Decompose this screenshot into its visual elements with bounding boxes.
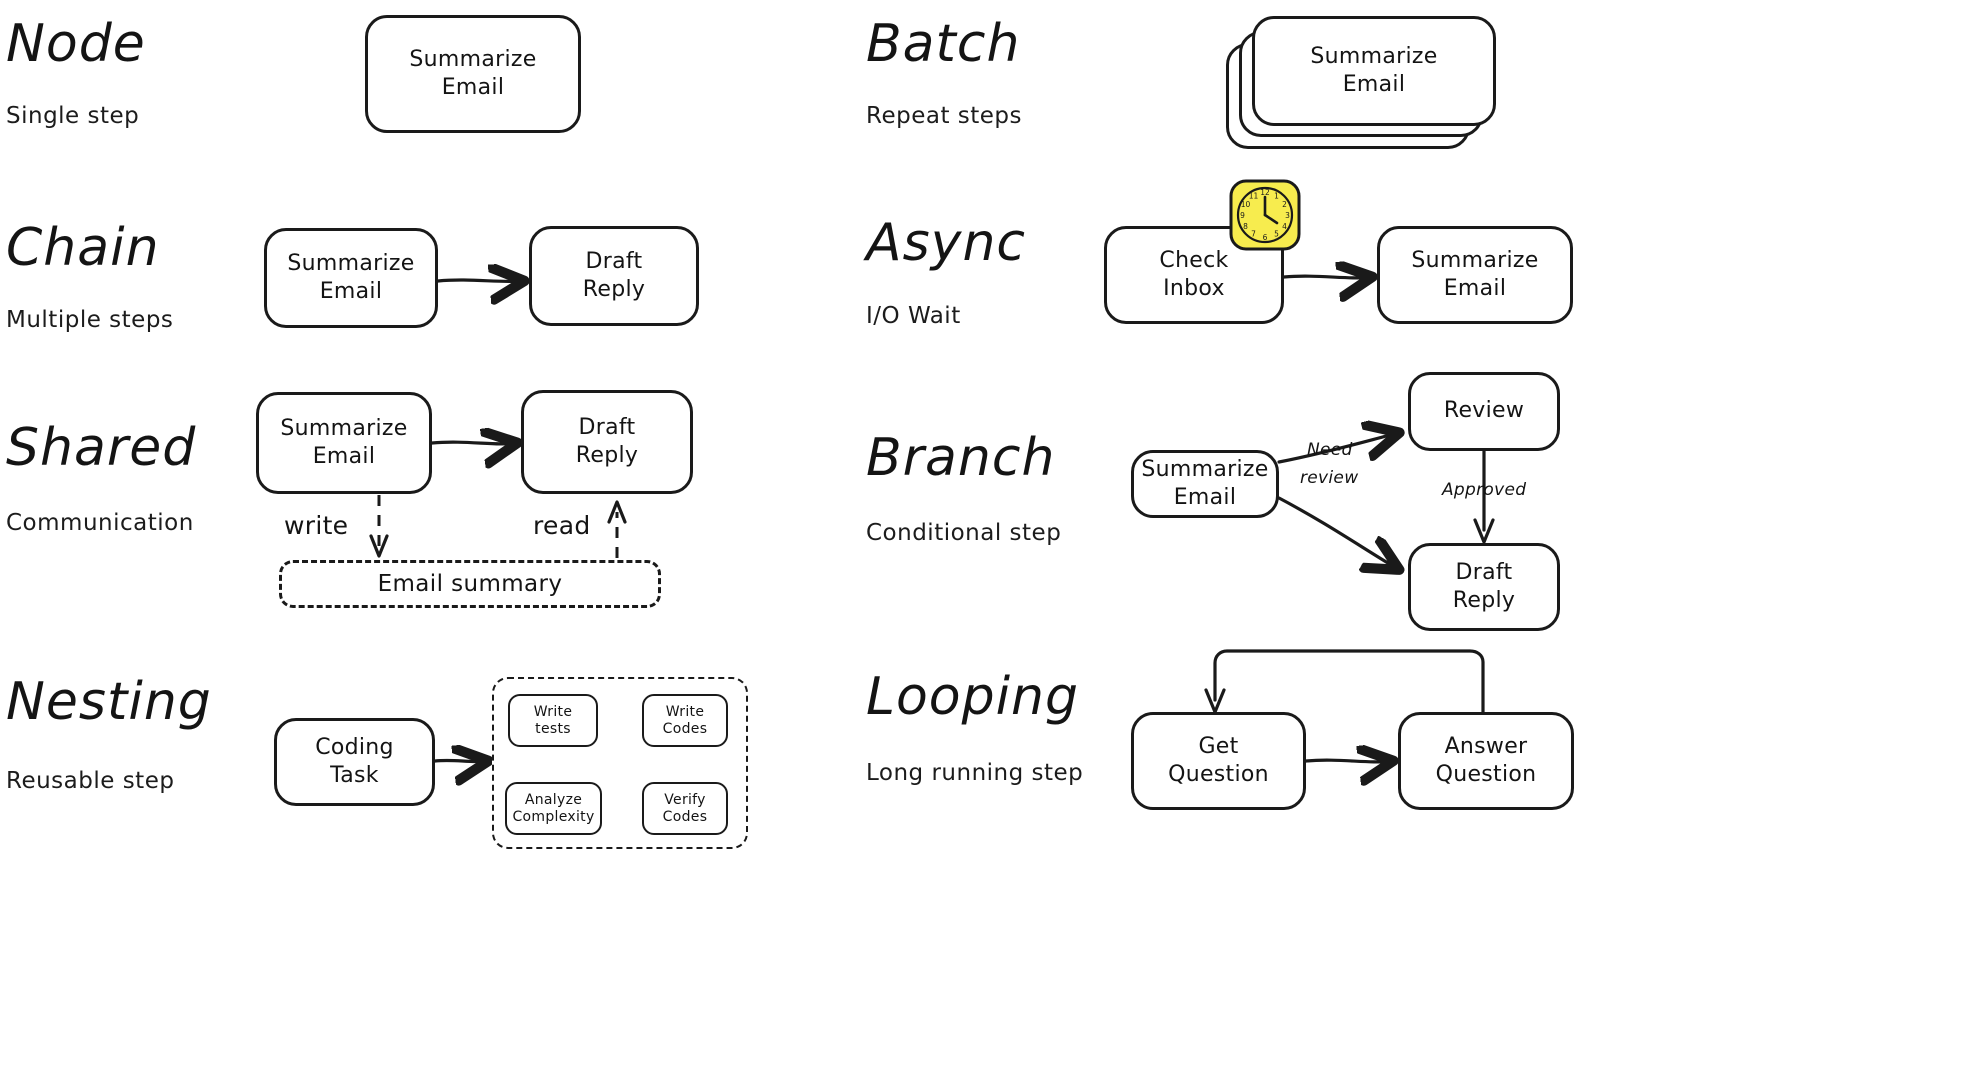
node-label-line1: Summarize	[1411, 247, 1539, 273]
chain-arrow	[436, 280, 523, 281]
edge-label-need-review-line2: review	[1300, 468, 1359, 488]
node-label-line2: Email	[1443, 276, 1507, 301]
async-node-summarize-email[interactable]: Summarize Email	[1377, 226, 1573, 324]
node-label-line1: Check	[1159, 247, 1229, 273]
node-label-line2b: Inbox	[1163, 276, 1225, 301]
pattern-subtitle-looping: Long running step	[866, 760, 1084, 786]
nesting-node-verify-codes[interactable]: Verify Codes	[642, 782, 728, 835]
looping-node-answer-question[interactable]: Answer Question	[1398, 712, 1574, 810]
svg-text:3: 3	[1285, 211, 1290, 220]
branch-node-summarize-email[interactable]: Summarize Email	[1131, 450, 1279, 518]
nesting-node-write-codes[interactable]: Write Codes	[642, 694, 728, 747]
svg-text:7: 7	[1251, 230, 1256, 239]
pattern-title-node: Node	[6, 14, 146, 74]
edge-label-approved: Approved	[1442, 480, 1527, 500]
node-label-line2: Codes	[662, 720, 708, 737]
nesting-entry-arrow	[433, 760, 487, 761]
node-summarize-email[interactable]: Summarize Email	[365, 15, 581, 133]
pattern-subtitle-chain: Multiple steps	[6, 307, 174, 333]
svg-text:1: 1	[1274, 192, 1279, 201]
pattern-title-branch: Branch	[866, 428, 1056, 488]
node-label-line2: Email	[1342, 72, 1406, 97]
pattern-title-chain: Chain	[6, 218, 160, 278]
shared-node-draft-reply[interactable]: Draft Reply	[521, 390, 693, 494]
pattern-title-batch: Batch	[866, 14, 1021, 74]
node-label-line1: Review	[1443, 398, 1525, 424]
svg-text:5: 5	[1274, 230, 1279, 239]
node-label-line2: Email	[1173, 485, 1237, 510]
pattern-title-shared: Shared	[6, 418, 197, 478]
node-label-line2: Reply	[575, 443, 639, 468]
looping-back-arrow	[1204, 649, 1485, 714]
node-label-line2: tests	[535, 720, 571, 737]
node-label-line2: Reply	[582, 277, 646, 302]
node-label-line2: Reply	[1452, 588, 1516, 613]
node-label-line1: Analyze	[524, 791, 583, 808]
looping-node-get-question[interactable]: Get Question	[1131, 712, 1306, 810]
shared-node-summarize-email[interactable]: Summarize Email	[256, 392, 432, 494]
node-label-line1: Summarize	[280, 415, 408, 441]
pattern-subtitle-batch: Repeat steps	[866, 103, 1023, 129]
node-label-line2: Question	[1168, 762, 1269, 787]
shared-arrow	[430, 442, 516, 444]
pattern-subtitle-shared: Communication	[6, 510, 194, 536]
pattern-subtitle-branch: Conditional step	[866, 520, 1062, 546]
nesting-node-write-tests[interactable]: Write tests	[508, 694, 598, 747]
node-label-line2: Task	[330, 763, 379, 788]
node-label-line2: Email	[319, 279, 383, 304]
node-label-line1: Draft	[585, 248, 643, 274]
svg-text:4: 4	[1282, 222, 1287, 231]
clock-icon: 12 1 2 3 4 5 6 7 8 9 10 11	[1228, 178, 1302, 252]
pattern-title-async: Async	[866, 213, 1026, 273]
edge-label-need-review-line1: Need	[1307, 440, 1353, 460]
node-label-line2: Codes	[662, 808, 708, 825]
store-label: Email summary	[377, 571, 563, 597]
node-label-line1: Coding	[315, 734, 394, 760]
svg-text:8: 8	[1243, 222, 1248, 231]
nesting-node-coding-task[interactable]: Coding Task	[274, 718, 435, 806]
pattern-subtitle-nesting: Reusable step	[6, 768, 175, 794]
node-label-line1: Summarize	[1310, 43, 1438, 69]
node-label-line1: Summarize	[287, 250, 415, 276]
chain-node-summarize-email[interactable]: Summarize Email	[264, 228, 438, 328]
svg-text:10: 10	[1241, 200, 1251, 209]
branch-draft-arrow	[1277, 496, 1398, 569]
node-label-line1: Write	[665, 703, 705, 720]
pattern-subtitle-async: I/O Wait	[866, 303, 961, 329]
node-label-line1: Draft	[578, 414, 636, 440]
node-label-line2: Email	[312, 444, 376, 469]
pattern-title-nesting: Nesting	[6, 672, 212, 732]
looping-forward-arrow	[1304, 760, 1392, 762]
pattern-subtitle-node: Single step	[6, 103, 140, 129]
node-label-line1: Summarize	[409, 46, 537, 72]
node-label-line1: Get	[1198, 733, 1239, 759]
node-label-line1: Summarize	[1141, 456, 1269, 482]
node-label-line2: Email	[441, 75, 505, 100]
shared-read-arrow	[607, 500, 627, 558]
branch-node-review[interactable]: Review	[1408, 372, 1560, 451]
nesting-node-analyze-complexity[interactable]: Analyze Complexity	[505, 782, 602, 835]
svg-text:12: 12	[1260, 188, 1270, 197]
svg-text:11: 11	[1249, 192, 1259, 201]
shared-store-email-summary[interactable]: Email summary	[279, 560, 661, 608]
node-label-line1: Verify	[664, 791, 706, 808]
svg-text:6: 6	[1263, 233, 1268, 242]
pattern-title-looping: Looping	[866, 667, 1080, 727]
node-label-line2: Complexity	[512, 808, 595, 825]
svg-text:9: 9	[1240, 211, 1245, 220]
svg-text:2: 2	[1282, 200, 1287, 209]
shared-write-arrow	[369, 495, 389, 558]
chain-node-draft-reply[interactable]: Draft Reply	[529, 226, 699, 326]
branch-node-draft-reply[interactable]: Draft Reply	[1408, 543, 1560, 631]
node-label-line1: Write	[533, 703, 573, 720]
edge-label-write: write	[284, 511, 349, 540]
node-label-line1: Draft	[1455, 559, 1513, 585]
batch-node-summarize-email[interactable]: Summarize Email	[1252, 16, 1496, 126]
edge-label-read: read	[533, 511, 591, 540]
async-arrow	[1282, 276, 1371, 278]
node-label-line2: Question	[1435, 762, 1537, 787]
node-label-line1: Answer	[1444, 733, 1528, 759]
